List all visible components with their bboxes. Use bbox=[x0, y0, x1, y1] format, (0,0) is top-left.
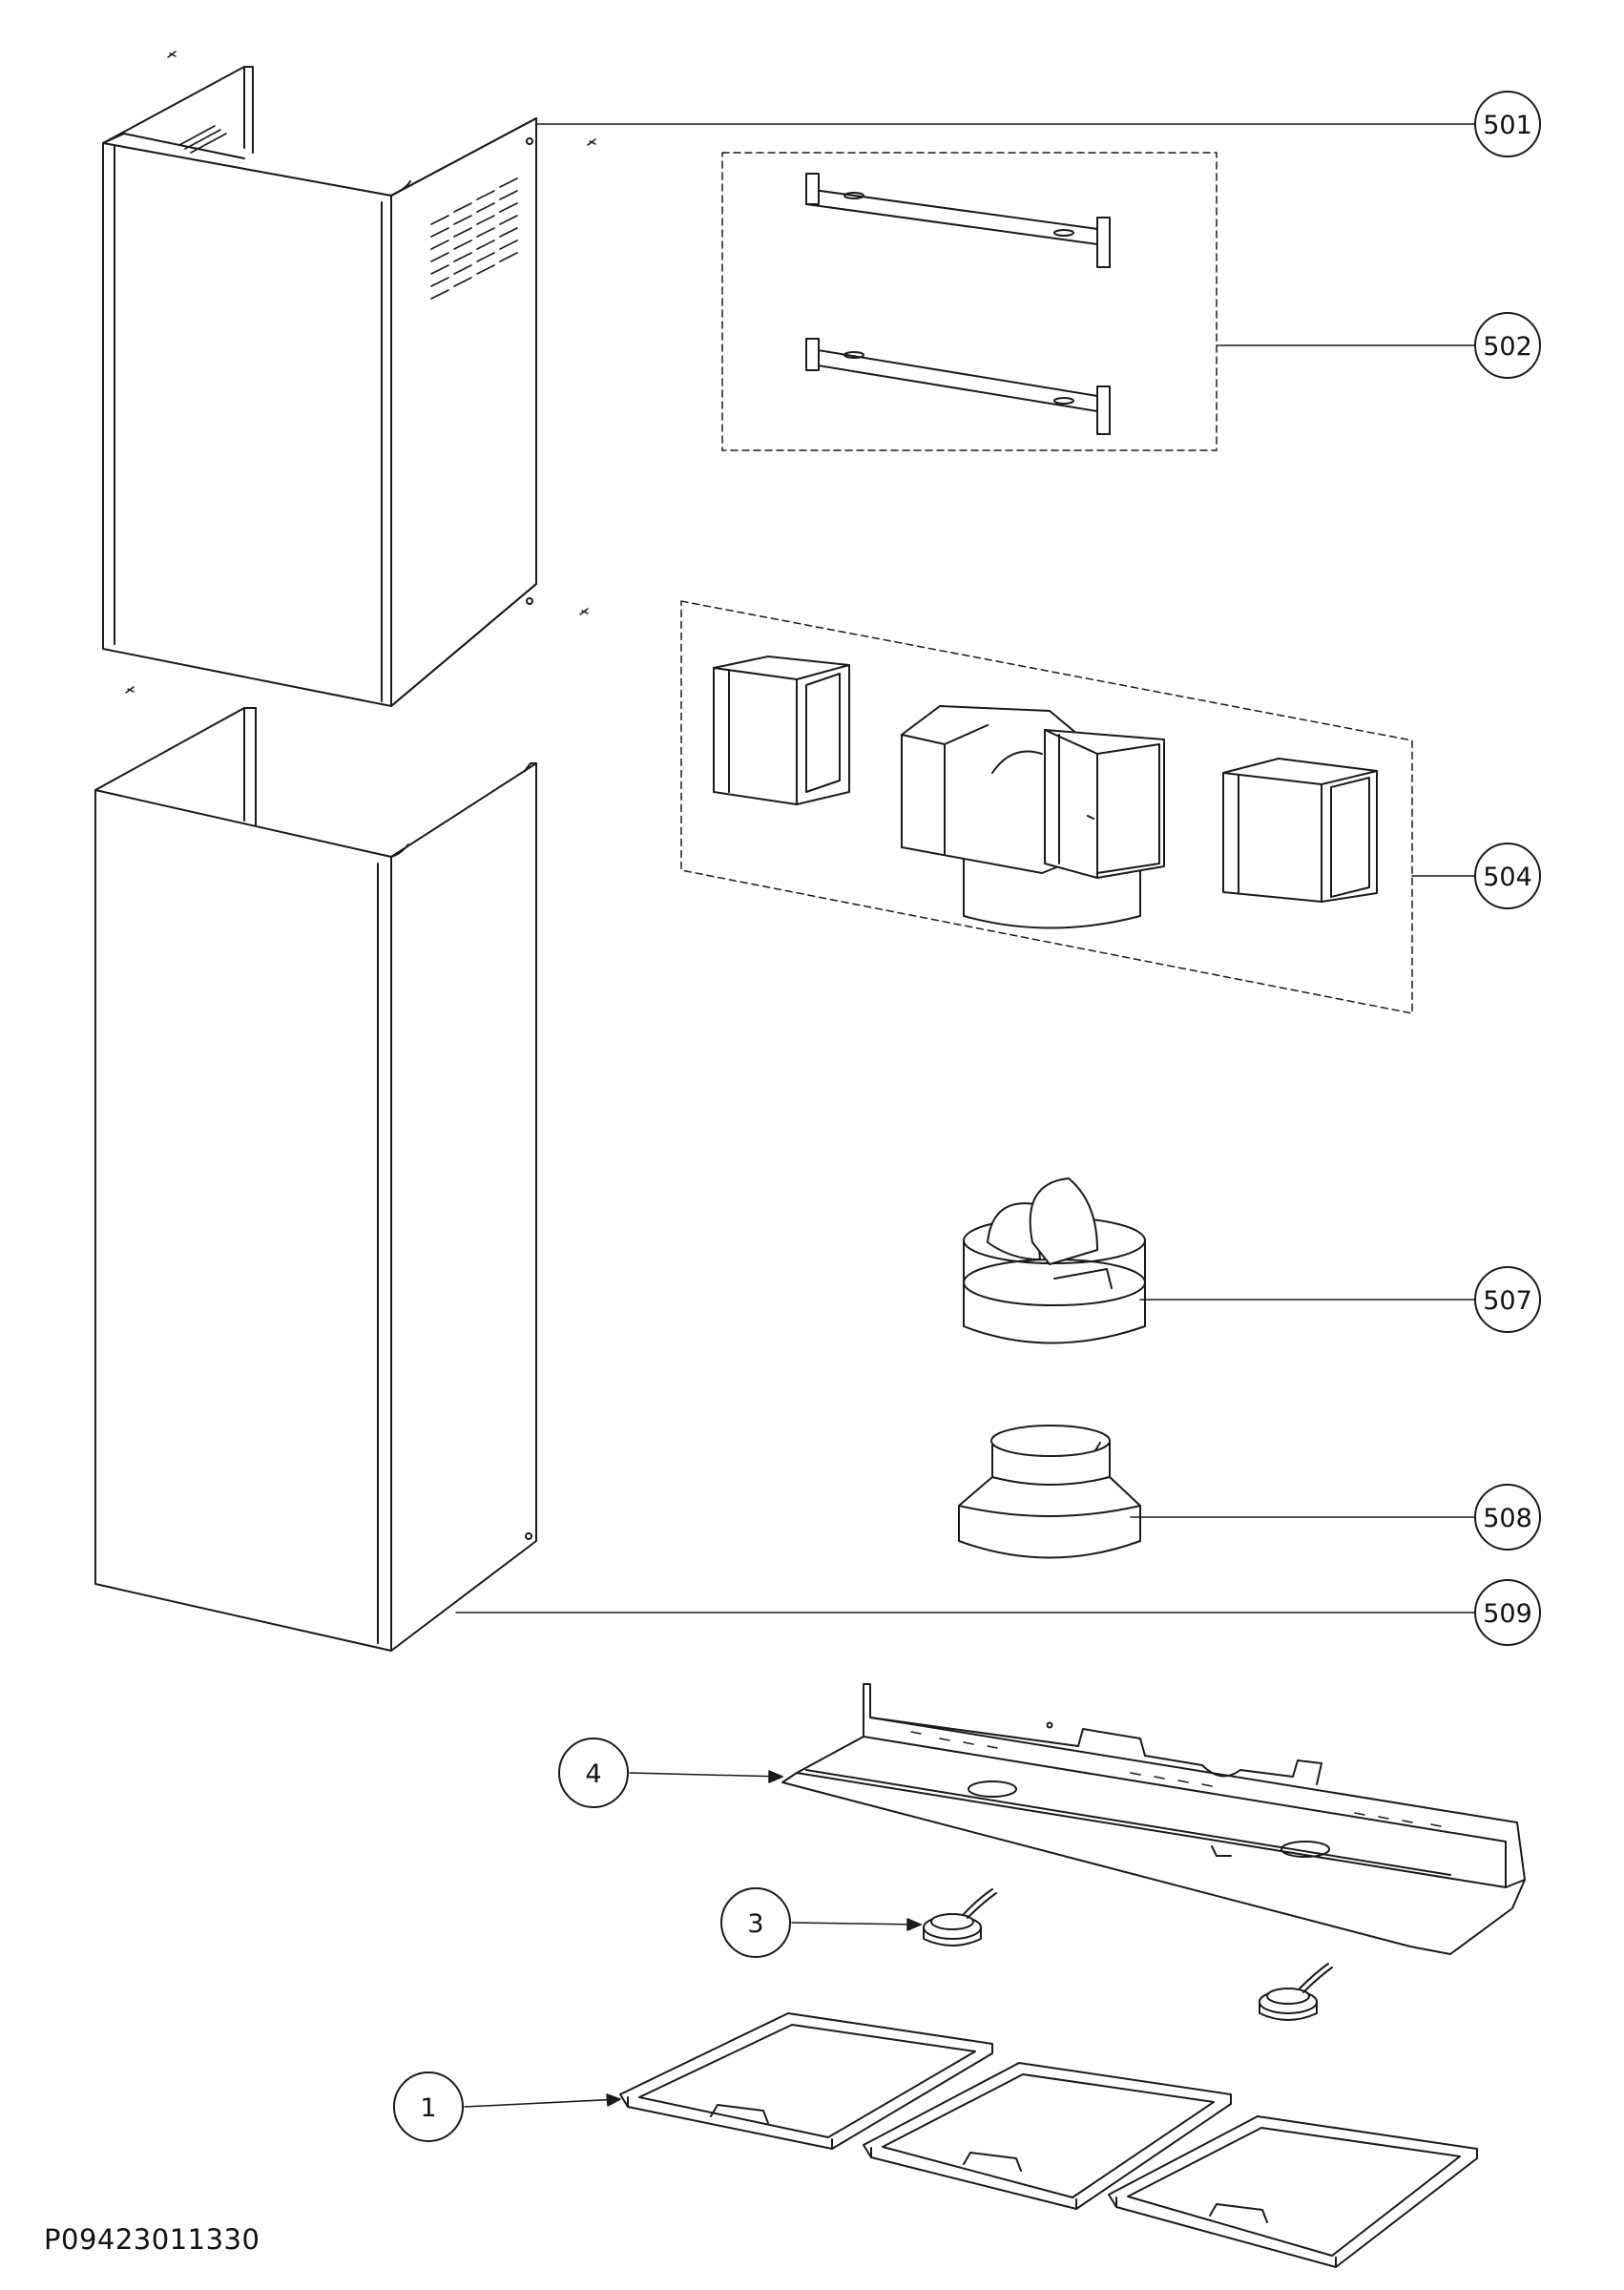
lower-chimney-cover bbox=[95, 708, 536, 1651]
callout-504: 504 bbox=[1474, 843, 1541, 909]
reducer-collar bbox=[959, 1426, 1140, 1558]
leader-lines bbox=[455, 123, 1476, 2108]
grease-filter-right bbox=[1109, 2116, 1477, 2267]
callout-label-1: 1 bbox=[420, 2093, 436, 2123]
bracket-lower bbox=[806, 339, 1110, 434]
bracket-upper bbox=[806, 174, 1110, 267]
callout-label-508: 508 bbox=[1483, 1504, 1532, 1533]
duct-adapter-center bbox=[902, 706, 1164, 928]
callout-508: 508 bbox=[1474, 1484, 1541, 1551]
lamp-left bbox=[924, 1889, 996, 1946]
duct-adapters bbox=[681, 601, 1412, 1013]
grease-filter-center bbox=[864, 2063, 1231, 2209]
duct-adapter-left bbox=[714, 656, 849, 804]
grease-filter-left bbox=[620, 2013, 992, 2149]
callout-501: 501 bbox=[1474, 91, 1541, 157]
callout-label-507: 507 bbox=[1483, 1286, 1532, 1316]
callout-509: 509 bbox=[1474, 1579, 1541, 1646]
callout-label-509: 509 bbox=[1483, 1599, 1532, 1629]
drawing-code: P09423011330 bbox=[44, 2223, 260, 2256]
lamp-right bbox=[1260, 1964, 1332, 2020]
mounting-brackets bbox=[722, 153, 1217, 450]
callout-label-3: 3 bbox=[747, 1909, 763, 1939]
callout-label-501: 501 bbox=[1483, 111, 1532, 140]
hood-frame bbox=[782, 1684, 1525, 1954]
callout-507: 507 bbox=[1474, 1266, 1541, 1333]
callout-502: 502 bbox=[1474, 312, 1541, 379]
callout-1: 1 bbox=[393, 2071, 464, 2142]
callout-label-504: 504 bbox=[1483, 863, 1532, 892]
callout-label-502: 502 bbox=[1483, 332, 1532, 362]
duct-adapter-right bbox=[1223, 759, 1377, 902]
non-return-valve bbox=[964, 1178, 1145, 1343]
callout-label-4: 4 bbox=[585, 1759, 601, 1789]
upper-chimney-cover bbox=[103, 52, 595, 706]
callout-3: 3 bbox=[720, 1887, 791, 1958]
callout-4: 4 bbox=[558, 1738, 629, 1808]
